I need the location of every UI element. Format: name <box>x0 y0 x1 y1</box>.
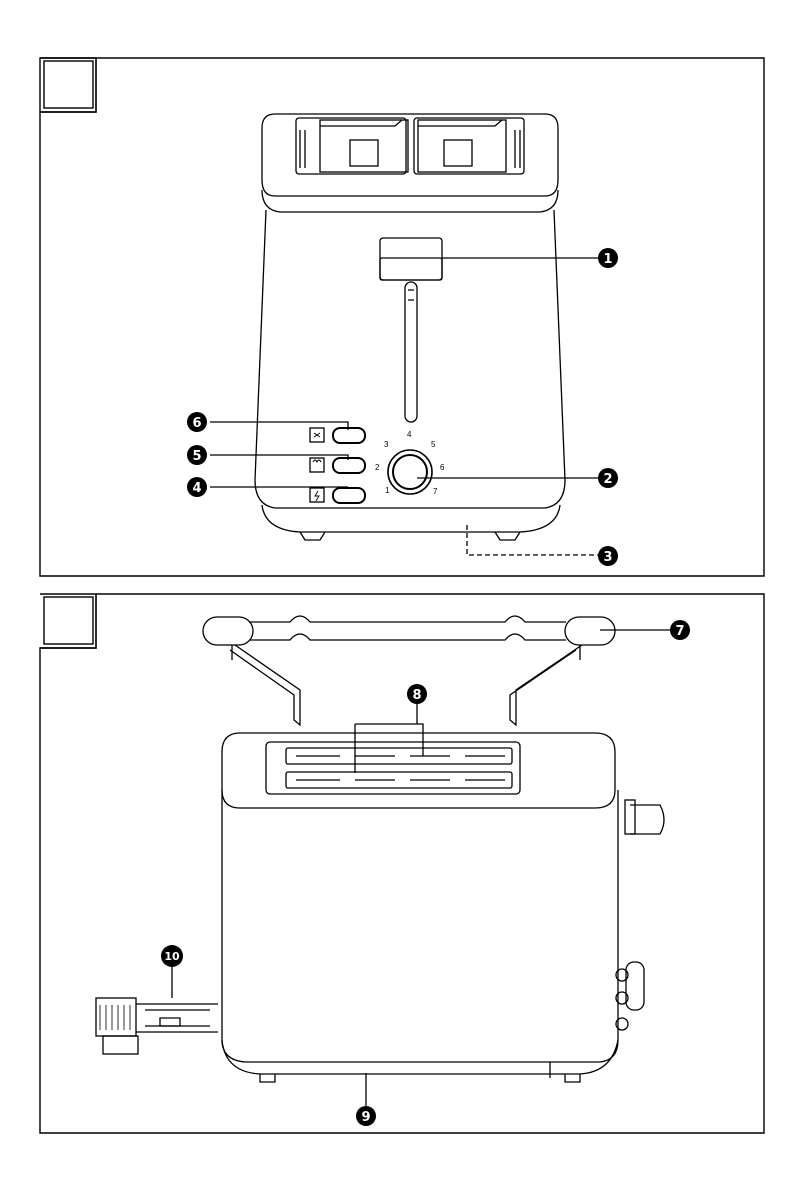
dial-number-2: 2 <box>375 463 380 472</box>
toaster-angled <box>96 733 664 1082</box>
leader-3 <box>467 525 600 555</box>
dial-number-4: 4 <box>407 430 412 439</box>
panel-1 <box>40 58 764 576</box>
callout-5: 5 <box>187 445 207 465</box>
dial-number-5: 5 <box>431 440 436 449</box>
dial-scale: 1 2 3 4 5 6 7 <box>375 430 445 496</box>
bun-warmer-rack <box>203 616 615 725</box>
callout-4: 4 <box>187 477 207 497</box>
leader-6 <box>210 422 348 430</box>
callout-7: 7 <box>670 620 690 640</box>
callout-10: 10 <box>161 945 183 967</box>
svg-text:2: 2 <box>603 472 612 487</box>
panel-1-label-box <box>44 61 93 108</box>
callout-9: 9 <box>356 1106 376 1126</box>
dial-number-6: 6 <box>440 463 445 472</box>
callout-8: 8 <box>407 684 427 704</box>
dial-number-3: 3 <box>384 440 389 449</box>
callout-1: 1 <box>598 248 618 268</box>
callout-2: 2 <box>598 468 618 488</box>
panel-2-label-box <box>44 597 93 644</box>
svg-text:10: 10 <box>164 950 180 963</box>
svg-text:5: 5 <box>192 449 201 464</box>
reheat-icon <box>310 458 324 472</box>
callout-3: 3 <box>598 546 618 566</box>
leader-5 <box>210 455 348 460</box>
svg-text:9: 9 <box>361 1110 370 1125</box>
panel-2 <box>40 594 764 1133</box>
svg-text:8: 8 <box>412 688 421 703</box>
dial-number-7: 7 <box>433 487 438 496</box>
leader-8 <box>355 704 423 773</box>
dial-number-1: 1 <box>385 486 390 495</box>
svg-text:4: 4 <box>192 481 201 496</box>
svg-text:1: 1 <box>603 252 612 267</box>
svg-text:7: 7 <box>675 624 684 639</box>
svg-text:6: 6 <box>192 416 201 431</box>
svg-text:3: 3 <box>603 550 612 565</box>
callout-6: 6 <box>187 412 207 432</box>
toaster-front <box>255 114 565 540</box>
